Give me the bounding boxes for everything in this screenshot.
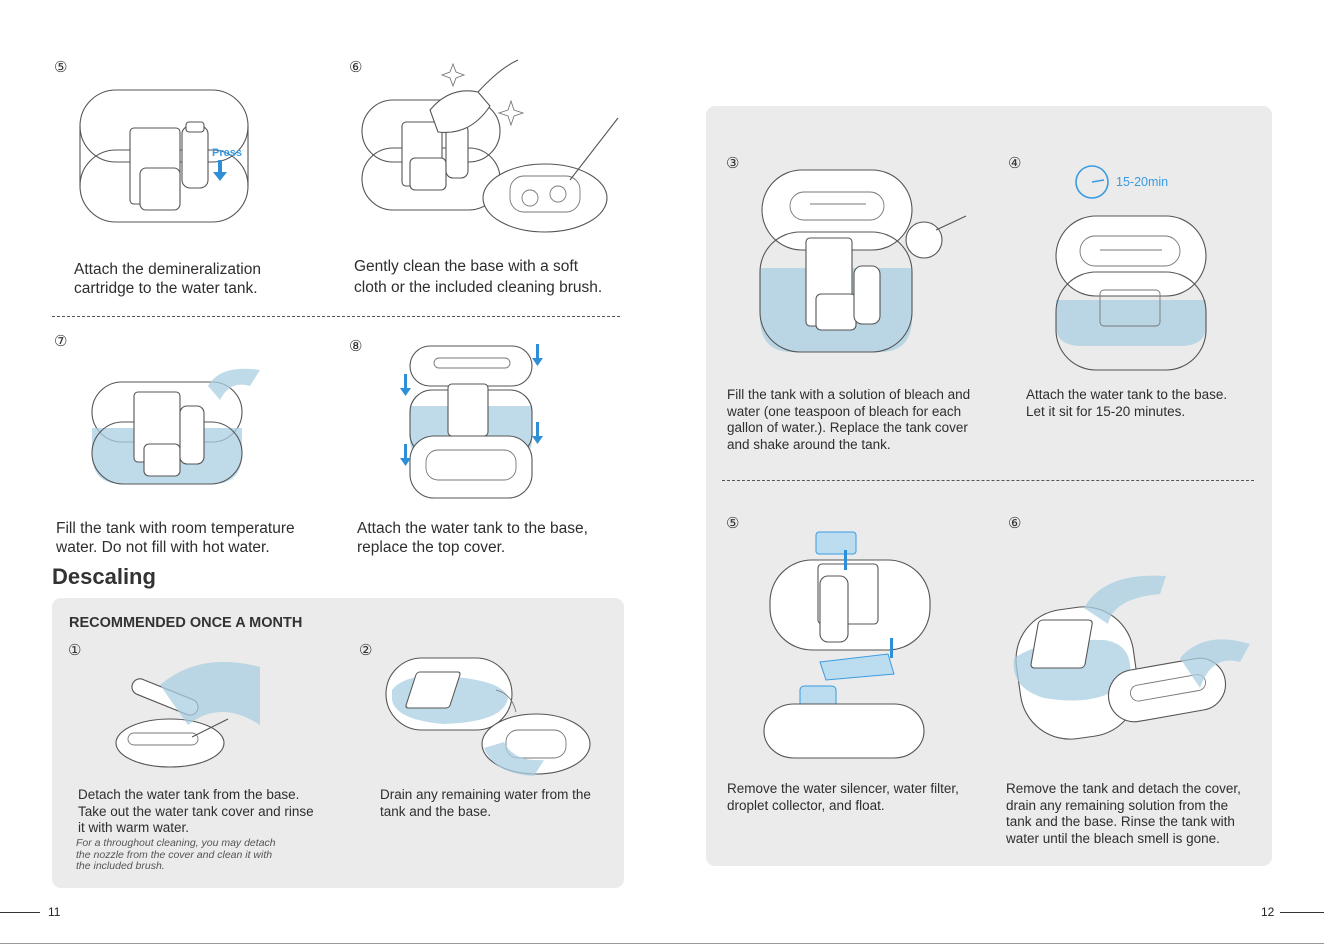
caption-line: it with warm water.: [78, 820, 190, 835]
caption-line: Remove the water silencer, water filter,: [727, 781, 959, 796]
step-7-illustration: [91, 368, 260, 485]
descaling-1-illustration: [115, 661, 260, 768]
step-6-number: ⑥: [349, 59, 363, 76]
caption-line: replace the top cover.: [357, 539, 506, 556]
step-7-caption: Fill the tank with room temperature wate…: [56, 519, 295, 557]
descaling-3-number: ③: [726, 155, 740, 172]
caption-line: Let it sit for 15-20 minutes.: [1026, 403, 1186, 419]
divider: [52, 316, 620, 317]
step-6-illustration: [361, 59, 619, 233]
caption-line: tank and the base.: [380, 803, 492, 819]
caption-line: water until the bleach smell is gone.: [1006, 830, 1220, 846]
press-label: Press: [212, 147, 242, 159]
caption-line: Attach the water tank to the base,: [357, 520, 588, 537]
caption-line: Fill the tank with a solution of bleach …: [727, 387, 971, 402]
bottom-rule: [0, 943, 1324, 944]
caption-line: drain any remaining solution from the: [1006, 797, 1229, 813]
descaling-6-number: ⑥: [1008, 515, 1022, 532]
caption-line: water. Do not fill with hot water.: [56, 539, 270, 556]
divider: [722, 480, 1254, 481]
recommended-heading: RECOMMENDED ONCE A MONTH: [69, 615, 303, 631]
caption-line: tank and the base. Rinse the tank with: [1006, 814, 1235, 829]
descaling-3-illustration: [759, 169, 967, 353]
descaling-4-caption: Attach the water tank to the base. Let i…: [1026, 387, 1227, 420]
step-5-caption: Attach the demineralization cartridge to…: [74, 260, 261, 298]
page-number-rule: [0, 912, 40, 913]
descaling-3-caption: Fill the tank with a solution of bleach …: [727, 387, 970, 453]
step-7-number: ⑦: [54, 333, 68, 350]
descaling-2-caption: Drain any remaining water from the tank …: [380, 787, 591, 820]
caption-line: Drain any remaining water from the: [380, 787, 591, 802]
caption-line: water (one teaspoon of bleach for each: [727, 403, 962, 419]
step-8-caption: Attach the water tank to the base, repla…: [357, 519, 588, 557]
caption-line: Fill the tank with room temperature: [56, 520, 295, 537]
caption-line: droplet collector, and float.: [727, 797, 885, 813]
caption-line: Remove the tank and detach the cover,: [1006, 781, 1241, 796]
step-8-illustration: [400, 344, 543, 499]
caption-line: Attach the demineralization: [74, 261, 261, 278]
note-line: the nozzle from the cover and clean it w…: [76, 848, 273, 861]
descaling-6-illustration: [1013, 575, 1250, 740]
descaling-1-note: For a throughout cleaning, you may detac…: [76, 837, 276, 873]
descaling-5-number: ⑤: [726, 515, 740, 532]
descaling-6-caption: Remove the tank and detach the cover, dr…: [1006, 781, 1241, 847]
step-8-number: ⑧: [349, 338, 363, 355]
step-5-illustration: Press: [79, 89, 249, 223]
step-6-caption: Gently clean the base with a soft cloth …: [354, 257, 602, 297]
caption-line: Take out the water tank cover and rinse: [78, 803, 314, 819]
caption-line: cloth or the included cleaning brush.: [354, 279, 603, 296]
note-line: For a throughout cleaning, you may detac…: [76, 837, 276, 849]
step-5-number: ⑤: [54, 59, 68, 76]
caption-line: Detach the water tank from the base.: [78, 787, 300, 802]
clock-icon: [1075, 165, 1109, 199]
page-number-12: 12: [1261, 905, 1275, 919]
caption-line: Gently clean the base with a soft: [354, 258, 579, 275]
descaling-5-illustration: [763, 531, 931, 759]
descaling-1-caption: Detach the water tank from the base. Tak…: [78, 787, 314, 837]
caption-line: and shake around the tank.: [727, 436, 891, 452]
descaling-4-number: ④: [1008, 155, 1022, 172]
caption-line: gallon of water.). Replace the tank cove…: [727, 420, 968, 435]
timer-label: 15-20min: [1116, 175, 1168, 189]
note-line: the included brush.: [76, 860, 165, 872]
timer-graphic: 15-20min: [1075, 165, 1168, 199]
descaling-1-number: ①: [68, 642, 82, 659]
caption-line: cartridge to the water tank.: [74, 280, 258, 297]
descaling-4-illustration: [1055, 215, 1207, 371]
descaling-2-number: ②: [359, 642, 373, 659]
descaling-2-illustration: [385, 657, 591, 776]
page-number-11: 11: [48, 905, 61, 919]
page-number-rule: [1280, 912, 1324, 913]
descaling-heading: Descaling: [52, 564, 156, 589]
caption-line: Attach the water tank to the base.: [1026, 387, 1228, 402]
descaling-5-caption: Remove the water silencer, water filter,…: [727, 781, 959, 814]
